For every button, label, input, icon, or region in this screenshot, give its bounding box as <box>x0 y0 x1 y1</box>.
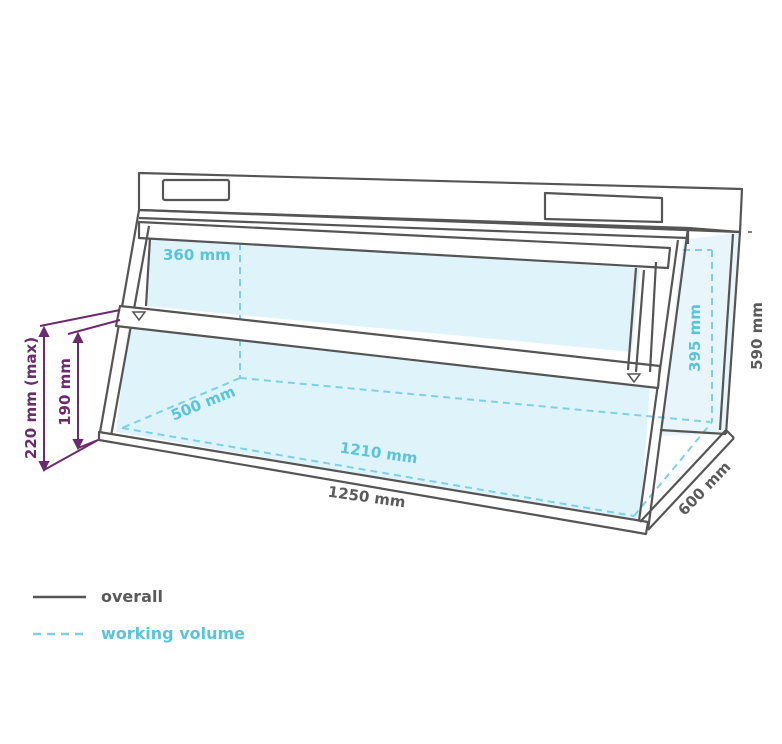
cabinet-outline <box>97 171 744 536</box>
legend-working-label: working volume <box>101 624 245 643</box>
label-overall-depth: 600 mm <box>674 458 734 519</box>
legend-overall-label: overall <box>101 587 163 606</box>
left-handle-icon <box>131 311 147 322</box>
legend: overall working volume <box>33 587 245 643</box>
base-front <box>97 430 650 536</box>
opening-dimension-lines <box>38 309 121 473</box>
middle-sash-rail <box>114 304 662 390</box>
label-working-height: 395 mm <box>686 304 704 372</box>
label-opening: 190 mm <box>56 358 74 426</box>
canopy-panel-right <box>543 191 664 224</box>
label-overall-height: 590 mm <box>748 302 766 370</box>
right-handle-icon <box>626 373 642 384</box>
working-volume-lines <box>121 243 713 517</box>
canopy-panel-left <box>161 178 231 202</box>
upper-sash-rail <box>137 220 672 270</box>
handles <box>131 311 642 384</box>
label-working-top: 360 mm <box>163 246 231 264</box>
label-opening-max: 220 mm (max) <box>22 337 40 459</box>
front-glass <box>116 328 650 522</box>
upper-sash-glass <box>146 238 640 352</box>
